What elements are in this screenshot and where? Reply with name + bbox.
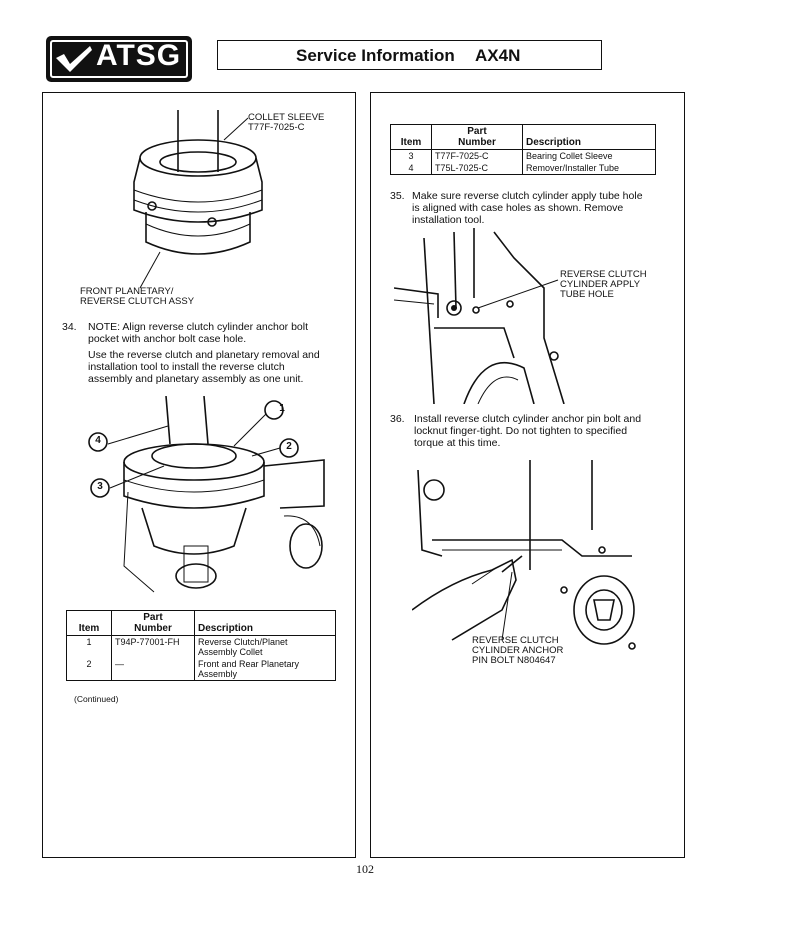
cell-desc-line: Assembly Collet (198, 647, 263, 657)
col-description: Description (522, 124, 656, 150)
step-line: Install reverse clutch cylinder anchor p… (414, 413, 642, 425)
step-line: installation tool. (412, 214, 485, 226)
logo-border (50, 40, 188, 78)
callout-anchor-pin-bolt: REVERSE CLUTCH CYLINDER ANCHOR PIN BOLT … (472, 636, 563, 666)
table-header-row: Item Part Number Description (66, 610, 336, 636)
step-34-number: 34. (62, 321, 77, 333)
figure-number-3: 3 (97, 481, 103, 492)
cell-item: 4 (390, 162, 432, 175)
cell-item: 2 (66, 658, 112, 681)
step-line: is aligned with case holes as shown. Rem… (412, 202, 624, 214)
page-number: 102 (356, 862, 374, 876)
step-line: NOTE: Align reverse clutch cylinder anch… (88, 321, 309, 333)
figure-number-1: 1 (279, 403, 285, 414)
callout-text: REVERSE CLUTCH ASSY (80, 296, 195, 307)
right-panel (370, 92, 685, 858)
cell-part: T77F-7025-C (431, 149, 523, 162)
col-part-line: Number (458, 137, 496, 148)
figure-number-4: 4 (95, 435, 101, 446)
callout-front-planetary: FRONT PLANETARY/ REVERSE CLUTCH ASSY (80, 287, 194, 307)
cell-part: T75L-7025-C (431, 162, 523, 175)
apply-tube-hole-illustration (394, 228, 565, 404)
col-part-number: Part Number (431, 124, 523, 150)
cell-part: — (111, 658, 195, 681)
col-description: Description (194, 610, 336, 636)
step-line: locknut finger-tight. Do not tighten to … (414, 425, 628, 437)
cell-desc: Bearing Collet Sleeve (526, 151, 613, 161)
cell-item: 3 (390, 149, 432, 162)
col-part-line: Number (134, 623, 172, 634)
planetary-assembly-illustration (88, 396, 325, 593)
step-35-text: Make sure reverse clutch cylinder apply … (412, 190, 674, 226)
cell-part: T94P-77001-FH (111, 635, 195, 658)
step-36-number: 36. (390, 413, 405, 425)
col-item: Item (390, 124, 432, 150)
step-line: installation tool to install the reverse… (88, 361, 285, 373)
table-row: 1 T94P-77001-FH Reverse Clutch/Planet As… (66, 635, 336, 659)
checkmark-icon (56, 46, 92, 72)
step-line: assembly and planetary assembly as one u… (88, 373, 304, 385)
callout-text: REVERSE CLUTCH (560, 269, 647, 280)
table-row: 2 — Front and Rear Planetary Assembly (66, 658, 336, 681)
step-line: pocket with anchor bolt case hole. (88, 333, 247, 345)
cell-desc-line: Reverse Clutch/Planet (198, 637, 288, 647)
callout-collet-sleeve: COLLET SLEEVE T77F-7025-C (248, 113, 324, 133)
left-parts-table: Item Part Number Description 1 T94P-7700… (66, 610, 336, 681)
col-part-number: Part Number (111, 610, 195, 636)
step-36-text: Install reverse clutch cylinder anchor p… (414, 413, 676, 449)
figure-number-2: 2 (286, 441, 292, 452)
callout-text: CYLINDER ANCHOR (472, 645, 564, 656)
cell-desc: Remover/Installer Tube (526, 163, 620, 173)
table-header-row: Item Part Number Description (390, 124, 656, 150)
collet-sleeve-illustration (133, 110, 263, 289)
step-line: torque at this time. (414, 437, 501, 449)
callout-text: PIN BOLT N804647 (472, 655, 556, 666)
step-line: Make sure reverse clutch cylinder apply … (412, 190, 643, 202)
table-row: 3 T77F-7025-C Bearing Collet Sleeve (390, 149, 656, 162)
step-line: Use the reverse clutch and planetary rem… (88, 349, 320, 361)
left-panel (42, 92, 356, 858)
col-item: Item (66, 610, 112, 636)
step-35-number: 35. (390, 190, 405, 202)
header-title: Service Information (296, 46, 455, 65)
atsg-logo: ATSG (46, 36, 192, 82)
cell-item: 1 (66, 635, 112, 658)
header-box: Service Information AX4N (217, 40, 602, 70)
callout-text: TUBE HOLE (560, 289, 614, 300)
col-part-line: Part (143, 612, 163, 623)
table-row: 4 T75L-7025-C Remover/Installer Tube (390, 162, 656, 175)
step-34-text: NOTE: Align reverse clutch cylinder anch… (88, 321, 350, 385)
callout-text: T77F-7025-C (248, 122, 305, 133)
right-parts-table: Item Part Number Description 3 T77F-7025… (390, 124, 656, 175)
callout-text: REVERSE CLUTCH (472, 635, 559, 646)
header-model: AX4N (475, 46, 521, 65)
callout-text: CYLINDER APPLY (560, 279, 641, 290)
col-part-line: Part (467, 126, 487, 137)
cell-desc-line: Front and Rear Planetary (198, 659, 300, 669)
cell-desc: Reverse Clutch/Planet Assembly Collet (195, 636, 336, 659)
continued-note: (Continued) (74, 694, 119, 704)
logo-text: ATSG (96, 39, 182, 72)
cell-desc-line: Assembly (198, 669, 238, 679)
cell-desc: Front and Rear Planetary Assembly (195, 658, 336, 681)
callout-text: COLLET SLEEVE (248, 112, 325, 123)
anchor-pin-bolt-illustration (412, 460, 636, 650)
callout-apply-tube-hole: REVERSE CLUTCH CYLINDER APPLY TUBE HOLE (560, 270, 647, 300)
callout-text: FRONT PLANETARY/ (80, 286, 174, 297)
